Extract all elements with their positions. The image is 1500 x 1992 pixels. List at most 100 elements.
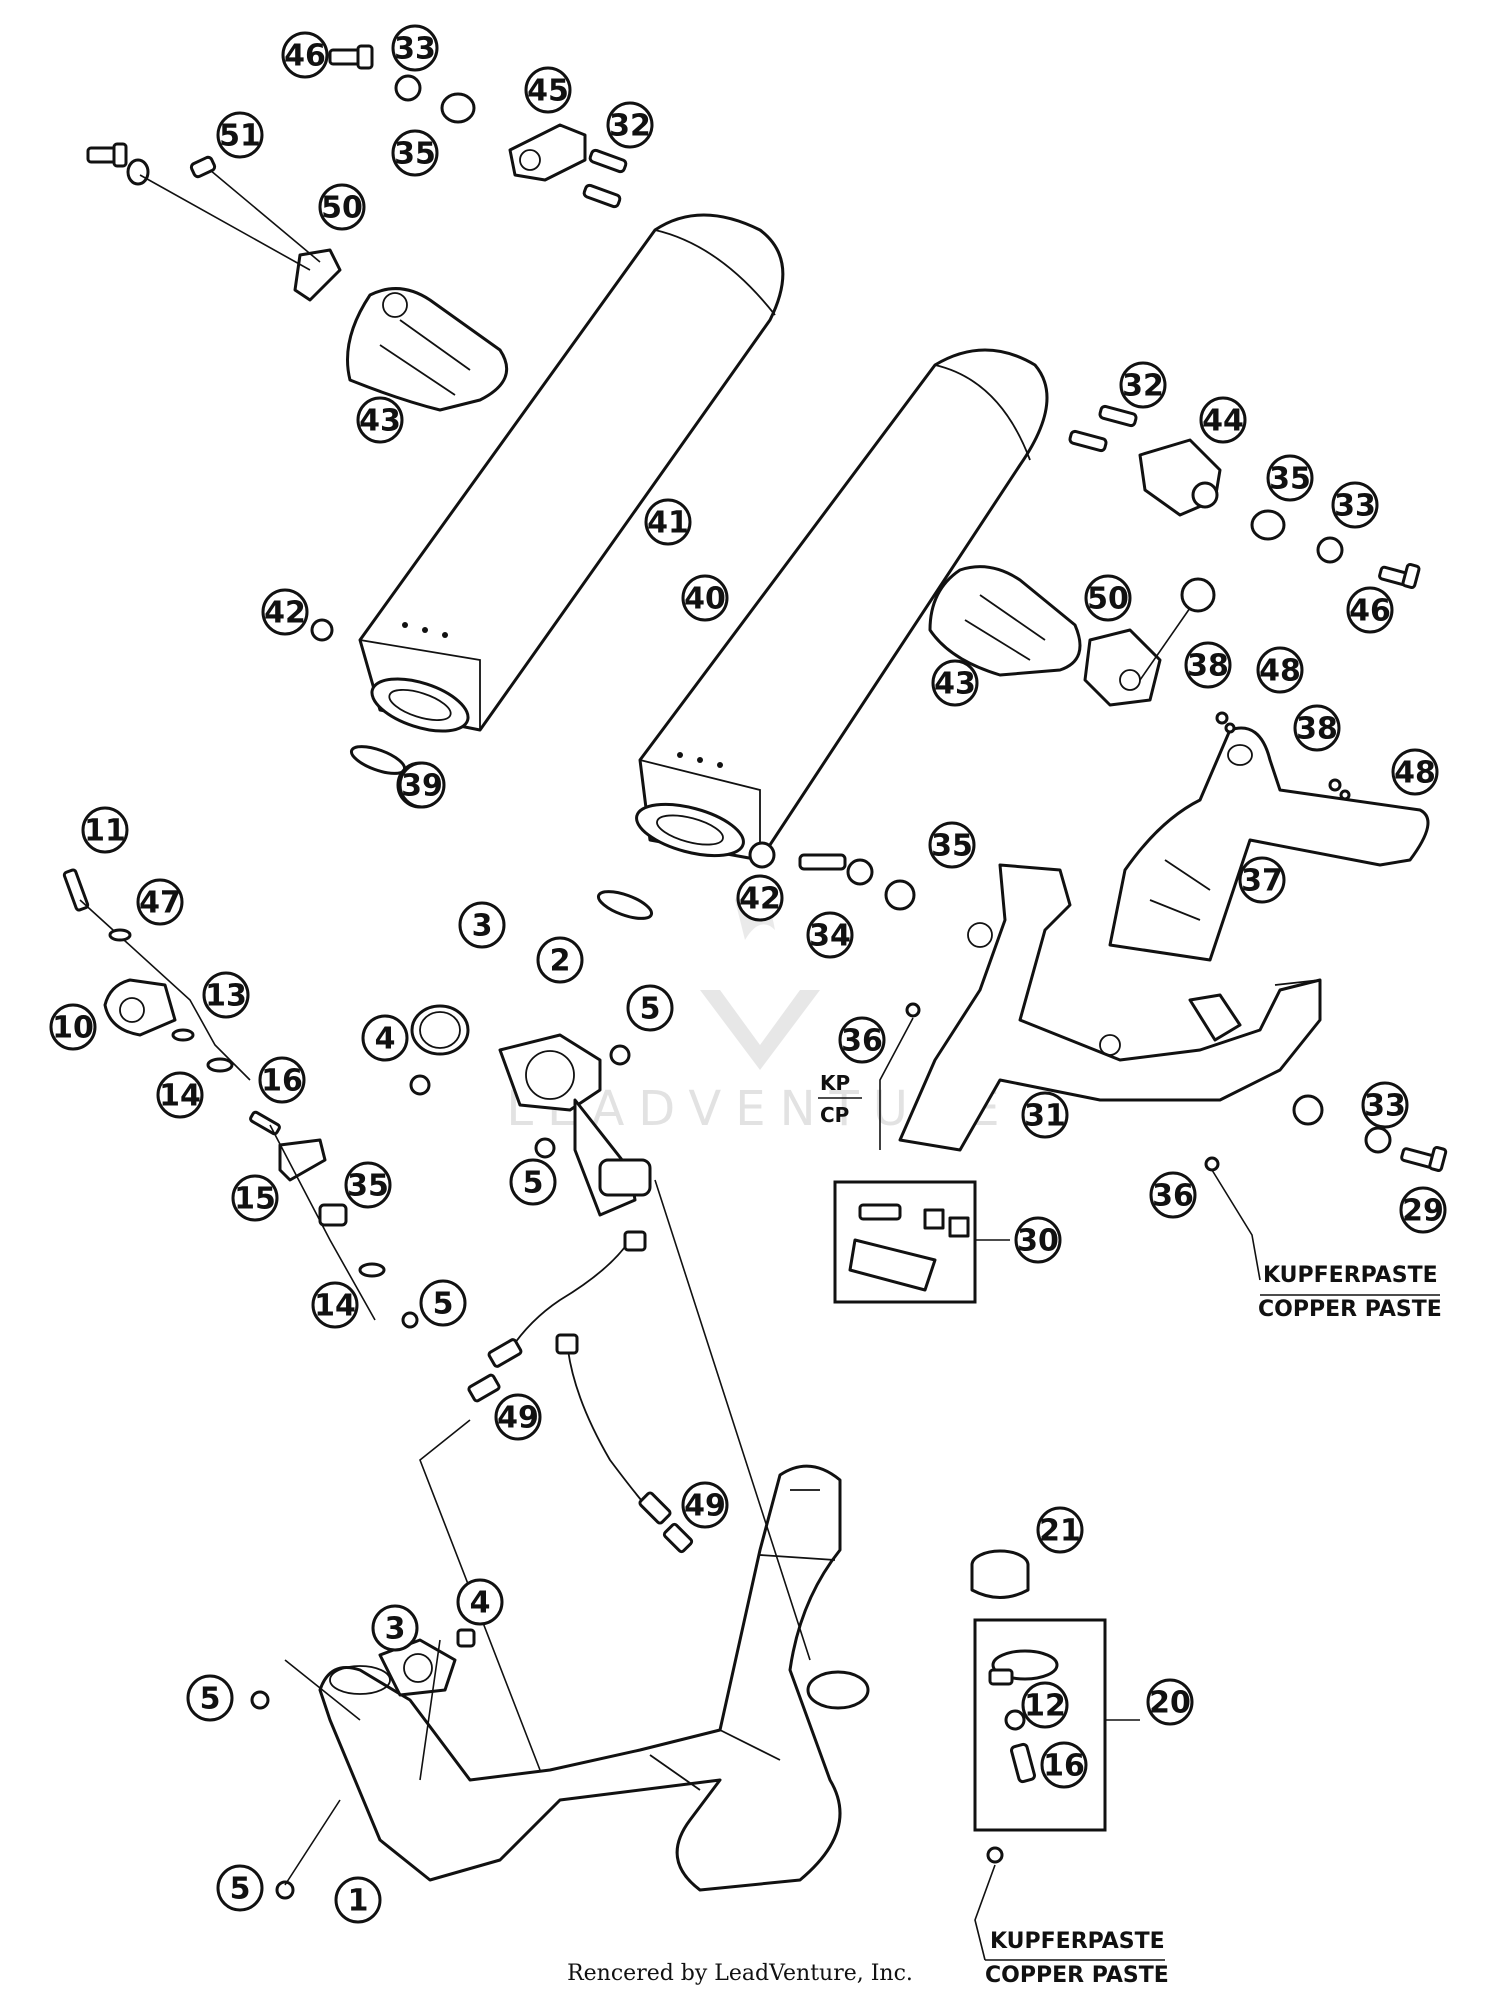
callout-number: 14 xyxy=(159,1079,201,1114)
callout-number: 42 xyxy=(264,596,306,631)
nut-42-right xyxy=(748,841,776,869)
washer-33-right xyxy=(1316,536,1344,564)
callout-number: 46 xyxy=(284,39,326,74)
callout-number: 5 xyxy=(433,1287,454,1322)
callout-38: 38 xyxy=(1184,641,1232,689)
callout-3: 3 xyxy=(371,1604,419,1652)
callout-number: 51 xyxy=(219,119,261,154)
callout-circle xyxy=(216,111,264,159)
muffler-left xyxy=(358,213,785,733)
callout-circle xyxy=(1199,396,1247,444)
washer-48-a xyxy=(1224,722,1236,734)
callout-number: 37 xyxy=(1241,864,1283,899)
callout-circle xyxy=(494,1393,542,1441)
callout-number: 31 xyxy=(1024,1099,1066,1134)
header-pipe-1 xyxy=(318,1464,870,1892)
ring-13 xyxy=(171,1028,195,1042)
callout-number: 33 xyxy=(1334,489,1376,524)
callout-48: 48 xyxy=(1256,646,1304,694)
callout-circle xyxy=(1084,574,1132,622)
callout-circle xyxy=(419,1279,467,1327)
bracket-44 xyxy=(1138,438,1222,517)
callout-circle xyxy=(1266,454,1314,502)
callout-circle xyxy=(456,1578,504,1626)
callout-circle xyxy=(626,984,674,1032)
callout-number: 4 xyxy=(375,1022,396,1057)
bolt-32-upper-b xyxy=(582,183,622,209)
callout-21: 21 xyxy=(1036,1506,1084,1554)
callout-circle xyxy=(261,588,309,636)
callout-16: 16 xyxy=(258,1056,306,1104)
nut-38-a xyxy=(1215,711,1229,725)
ring-14-lower xyxy=(358,1262,386,1278)
callout-number: 48 xyxy=(1394,756,1436,791)
callout-45: 45 xyxy=(524,66,572,114)
sensor-49-lower xyxy=(555,1333,694,1554)
callout-circle xyxy=(216,1864,264,1912)
callout-number: 33 xyxy=(1364,1089,1406,1124)
callout-circle xyxy=(391,129,439,177)
callout-circle xyxy=(1399,1186,1447,1234)
leader-36-right xyxy=(1211,1169,1261,1281)
callout-35: 35 xyxy=(1266,454,1314,502)
callout-circle xyxy=(838,1016,886,1064)
callout-42: 42 xyxy=(736,874,784,922)
callout-number: 49 xyxy=(497,1401,539,1436)
callout-number: 4 xyxy=(470,1586,491,1621)
callout-number: 36 xyxy=(1152,1179,1194,1214)
callout-number: 1 xyxy=(348,1884,369,1919)
callout-10: 10 xyxy=(49,1003,97,1051)
callout-number: 13 xyxy=(205,979,247,1014)
callout-number: 29 xyxy=(1402,1194,1444,1229)
callout-circle xyxy=(334,1876,382,1924)
callout-circle xyxy=(458,901,506,949)
callout-circle xyxy=(681,574,729,622)
clamp-10 xyxy=(103,978,177,1037)
holder-43-left xyxy=(346,287,509,412)
callout-number: 35 xyxy=(931,829,973,864)
callout-48: 48 xyxy=(1391,748,1439,796)
callout-circle xyxy=(1331,481,1379,529)
callout-15: 15 xyxy=(231,1174,279,1222)
ring-14-upper xyxy=(206,1057,234,1073)
callout-circle xyxy=(81,806,129,854)
callout-number: 41 xyxy=(647,506,689,541)
copper-paste-lower-text: COPPER PASTE xyxy=(985,1963,1169,1988)
callout-circle xyxy=(281,31,329,79)
bracket-50-right xyxy=(1083,577,1216,707)
nut-38-b xyxy=(1328,778,1342,792)
bolt-34 xyxy=(798,853,916,911)
callout-number: 43 xyxy=(934,667,976,702)
kp-cp-label: KP CP xyxy=(818,1071,862,1127)
leader-muffler-to-header xyxy=(654,1179,811,1661)
kit-20 xyxy=(973,1618,1140,1832)
callout-circle xyxy=(258,1056,306,1104)
callout-5: 5 xyxy=(186,1674,234,1722)
bolt-46-upper xyxy=(328,44,374,70)
callout-circle xyxy=(202,971,250,1019)
callout-5: 5 xyxy=(419,1279,467,1327)
callout-circle xyxy=(344,1161,392,1209)
callout-5: 5 xyxy=(216,1864,264,1912)
callout-number: 5 xyxy=(230,1872,251,1907)
bushing-35-upper xyxy=(440,92,476,124)
bushing-35-left xyxy=(318,1203,348,1227)
callout-circle xyxy=(398,761,446,809)
bolt-29 xyxy=(1400,1145,1448,1172)
hanger-37 xyxy=(1108,726,1430,962)
callout-33: 33 xyxy=(1331,481,1379,529)
bolt-32-right-b xyxy=(1068,429,1108,453)
copper-paste-label-upper: KUPFERPASTE COPPER PASTE xyxy=(1258,1263,1442,1322)
callout-circle xyxy=(1293,704,1341,752)
callout-33: 33 xyxy=(1361,1081,1409,1129)
callout-circle xyxy=(1040,1741,1088,1789)
callout-38: 38 xyxy=(1293,704,1341,752)
gasket-ring-right xyxy=(596,890,654,920)
callout-number: 33 xyxy=(394,32,436,67)
callout-number: 50 xyxy=(321,191,363,226)
bushing-33-lower xyxy=(1292,1094,1324,1126)
kit-30 xyxy=(833,1180,1010,1304)
callout-circle xyxy=(524,66,572,114)
callout-2: 2 xyxy=(536,936,584,984)
